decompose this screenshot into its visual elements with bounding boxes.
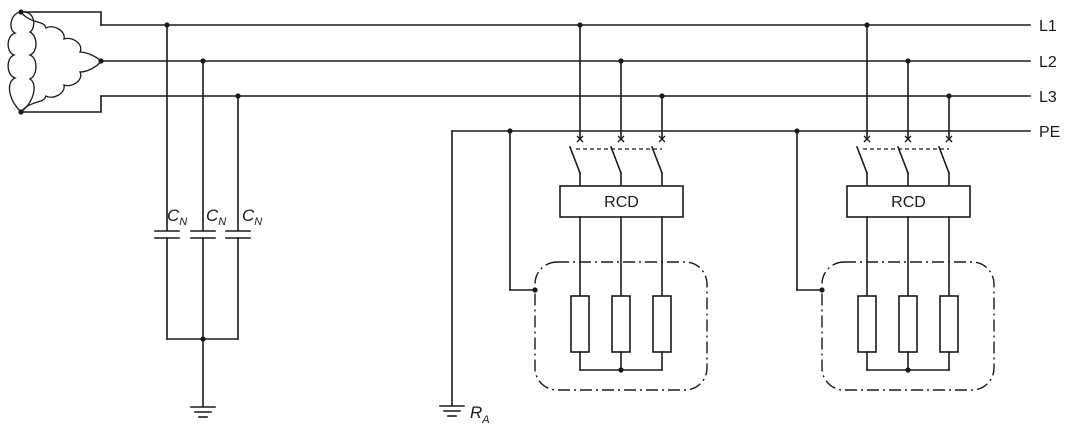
equipment-enclosure-1 [534,261,708,391]
pe-earthing: RA [439,130,490,426]
line-label-l2: L2 [1039,54,1057,71]
earth-icon [439,405,465,417]
load-resistor [570,295,590,353]
load-resistor [857,295,877,353]
equipment-enclosure-2 [821,261,995,391]
load-resistor [611,295,631,353]
consumer-circuit-1: RCD [507,22,708,391]
capacitor-label-1: CN [167,206,187,228]
earth-icon [190,406,216,418]
rcd-label-2: RCD [891,194,926,211]
rcd-label-1: RCD [604,194,639,211]
bus-lines: L1 L2 L3 PE [100,18,1060,141]
rcd-box-1 [559,185,684,218]
load-resistor [939,295,959,353]
consumer-circuit-2: RCD [794,22,995,391]
earth-resistance-label: RA [470,403,490,426]
line-label-l1: L1 [1039,18,1057,35]
load-resistor [898,295,918,353]
rcd-box-2 [846,185,971,218]
line-label-pe: PE [1039,124,1060,141]
load-resistor [652,295,672,353]
line-label-l3: L3 [1039,89,1057,106]
capacitor-label-2: CN [206,206,226,228]
transformer-symbol [7,9,104,115]
capacitor-label-3: CN [242,206,262,228]
network-capacitances: CN CN CN [154,22,262,418]
